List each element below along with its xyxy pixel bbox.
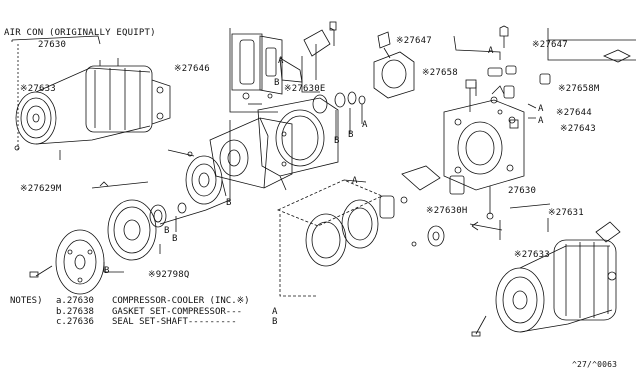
callout-27658[interactable]: ※27658 xyxy=(422,68,458,78)
main-part-number: 27630 xyxy=(38,40,67,50)
marker-b: B xyxy=(164,226,170,236)
callout-27630H[interactable]: ※27630H xyxy=(426,206,468,216)
valve-plate-top-middle xyxy=(229,28,303,113)
wire-harness xyxy=(91,149,195,189)
callout-27633-left[interactable]: ※27633 xyxy=(20,84,56,94)
note-ref: B xyxy=(272,317,278,327)
callout-92798Q[interactable]: ※92798Q xyxy=(148,270,190,280)
callout-27630E[interactable]: ※27630E xyxy=(284,84,326,94)
callout-27647-middle[interactable]: ※27647 xyxy=(396,36,432,46)
note-key: b.27638 xyxy=(56,306,94,317)
note-key: a.27630 xyxy=(56,296,94,306)
marker-b: B xyxy=(348,130,354,140)
note-key: c.27636 xyxy=(56,317,94,327)
marker-a: A xyxy=(352,176,358,186)
callout-27631[interactable]: ※27631 xyxy=(548,208,584,218)
marker-a: A xyxy=(362,120,368,130)
compressor-assembly-bottom-right xyxy=(469,203,621,337)
rear-head-assembly xyxy=(443,79,525,220)
notes-heading: NOTES) xyxy=(10,296,43,306)
valve-parts-top-right xyxy=(453,25,636,129)
note-desc: GASKET SET-COMPRESSOR--- xyxy=(112,306,243,317)
callout-27646[interactable]: ※27646 xyxy=(174,64,210,74)
callout-27643[interactable]: ※27643 xyxy=(560,124,596,134)
callout-27658M[interactable]: ※27658M xyxy=(558,84,600,94)
callout-27633-right[interactable]: ※27633 xyxy=(514,250,550,260)
marker-a: A xyxy=(278,56,284,66)
note-desc: SEAL SET-SHAFT--------- xyxy=(112,317,237,327)
cylinder-block xyxy=(257,97,339,191)
callout-27644[interactable]: ※27644 xyxy=(556,108,592,118)
marker-a: A xyxy=(538,104,544,114)
marker-b: B xyxy=(172,234,178,244)
note-desc: COMPRESSOR-COOLER (INC.※) xyxy=(112,296,250,306)
rear-internal-parts xyxy=(276,165,465,297)
bracket-lines-b xyxy=(59,120,231,273)
diagram-title: AIR CON (ORIGINALLY EQUIPT) xyxy=(4,28,156,38)
callout-27630-right[interactable]: 27630 xyxy=(508,186,537,196)
front-housing-middle xyxy=(209,117,293,197)
marker-b: B xyxy=(334,136,340,146)
seal-rings xyxy=(312,91,366,140)
service-valve-top xyxy=(301,21,337,93)
marker-b: B xyxy=(104,266,110,276)
callout-27629M[interactable]: ※27629M xyxy=(20,184,62,194)
callout-27647-right[interactable]: ※27647 xyxy=(532,40,568,50)
marker-b: B xyxy=(274,78,280,88)
marker-a: A xyxy=(488,46,494,56)
clutch-coil-pulley xyxy=(29,155,223,295)
diagram-code: ^27/^0063 xyxy=(572,360,618,369)
marker-b: B xyxy=(226,198,232,208)
compressor-assembly-top-left xyxy=(11,35,171,151)
marker-a: A xyxy=(538,116,544,126)
rear-cover xyxy=(373,31,415,99)
note-ref: A xyxy=(272,306,278,317)
